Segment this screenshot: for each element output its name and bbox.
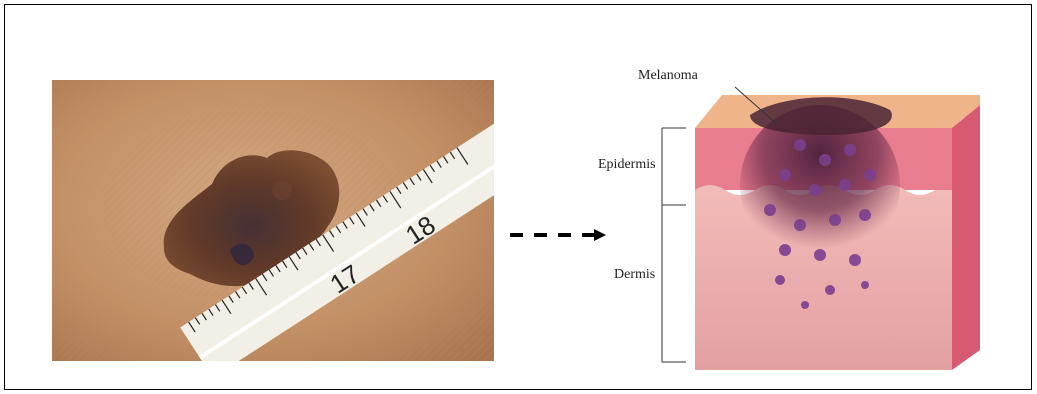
melanoma-label: Melanoma xyxy=(638,68,698,84)
photo-image: 17 18 xyxy=(52,80,494,361)
skin-cross-section-diagram: Melanoma Epidermis Dermis xyxy=(600,65,990,370)
melanoma-photo: 17 18 xyxy=(52,80,494,361)
dermis-label: Dermis xyxy=(614,267,655,283)
epidermis-label: Epidermis xyxy=(598,157,656,173)
skin-layers-illustration xyxy=(600,65,990,370)
figure-frame: 17 18 xyxy=(4,4,1032,390)
dashed-arrow-icon xyxy=(510,227,610,243)
